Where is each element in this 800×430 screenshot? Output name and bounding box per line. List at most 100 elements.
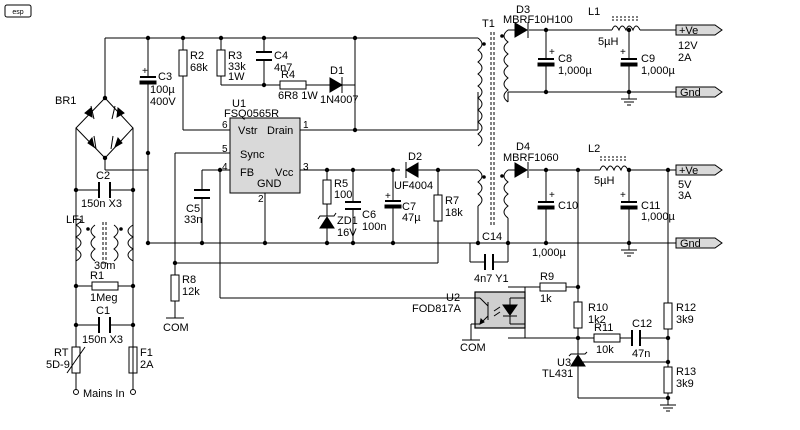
c5-ref: C5	[186, 203, 200, 215]
diode-d4: D4 MBRF1060	[503, 141, 559, 178]
resistor-r3: R3 33k 1W	[216, 38, 246, 85]
capacitor-c7: + C7 47µ	[384, 170, 421, 246]
diode-d1: D1 1N4007	[320, 38, 359, 130]
d2-value: UF4004	[394, 180, 433, 192]
capacitor-c10: + C10 1,000µ	[532, 170, 578, 259]
svg-text:Gnd: Gnd	[680, 238, 701, 250]
l2-ref: L2	[588, 143, 600, 155]
c5-value: 33n	[184, 214, 202, 226]
resistor-r9: R9 1k	[508, 170, 581, 305]
c2-value: 150n X3	[81, 198, 122, 210]
l1-ref: L1	[588, 6, 600, 18]
svg-text:+Ve: +Ve	[679, 25, 698, 37]
d2-ref: D2	[408, 151, 422, 163]
resistor-r8: R8 12k COM	[163, 274, 200, 334]
resistor-r11: R11 10k	[593, 322, 631, 356]
r10-ref: R10	[588, 302, 608, 314]
fb-opto-wire	[219, 170, 475, 299]
u2-part: FOD817A	[412, 303, 462, 315]
svg-text:+: +	[620, 190, 626, 201]
t1-ref: T1	[482, 18, 495, 30]
resistor-r13: R13 3k9	[660, 366, 696, 412]
d4-value: MBRF1060	[503, 152, 559, 164]
r2-ref: R2	[190, 50, 204, 62]
r11-ref: R11	[594, 322, 613, 334]
capacitor-c12: C12 47n	[631, 318, 668, 360]
svg-text:esp: esp	[12, 9, 23, 16]
svg-text:+: +	[549, 190, 555, 201]
lf1-ref: LF1	[66, 214, 85, 226]
u1-pin-fb: FB	[240, 167, 254, 179]
l1-value: 5µH	[598, 36, 618, 48]
capacitor-c6: C6 100n	[345, 170, 386, 246]
svg-text:Gnd: Gnd	[680, 87, 701, 99]
c9-value: 1,000µ	[641, 65, 676, 77]
out1-current: 2A	[678, 52, 692, 64]
thermistor-rt: RT 5D-9	[46, 346, 86, 395]
c9-ref: C9	[641, 53, 655, 65]
d1-value: 1N4007	[320, 94, 359, 106]
svg-text:3: 3	[303, 162, 309, 173]
optocoupler-u2: U2 FOD817A	[412, 291, 526, 329]
c3-ref: C3	[158, 71, 172, 83]
svg-text:+: +	[142, 66, 148, 77]
r1-value: 1Meg	[90, 292, 118, 304]
resistor-r1: R1 1Meg	[73, 270, 136, 304]
r12-value: 3k9	[676, 314, 694, 326]
r2-value: 68k	[190, 62, 208, 74]
regulator-u3: U3 TL431	[542, 338, 668, 399]
c2-ref: C2	[96, 170, 110, 182]
zd1-ref: ZD1	[337, 215, 358, 227]
capacitor-c3: + C3 100µ 400V	[139, 38, 176, 153]
r12-ref: R12	[676, 302, 696, 314]
c12-ref: C12	[632, 318, 652, 330]
r4-ref: R4	[281, 69, 295, 81]
d3-ref: D3	[516, 4, 530, 16]
u1-pin-drain: Drain	[267, 125, 293, 137]
c14-ref: C14	[482, 231, 502, 243]
c4-ref: C4	[274, 50, 288, 62]
out2-current: 3A	[678, 190, 692, 202]
l2-value: 5µH	[594, 175, 614, 187]
esp-logo: esp	[4, 4, 32, 18]
r5-ref: R5	[334, 178, 348, 190]
c11-value: 1,000µ	[641, 211, 676, 223]
r9-ref: R9	[540, 271, 554, 283]
zd1-value: 16V	[337, 227, 357, 239]
opto-com-wire: COM	[460, 323, 486, 354]
r1-ref: R1	[90, 270, 104, 282]
resistor-r5: R5 100	[322, 170, 352, 216]
c11-ref: C11	[641, 200, 660, 212]
r11-value: 10k	[596, 344, 614, 356]
diode-d3: D3 MBRF10H100	[503, 4, 573, 38]
com-label-1: COM	[163, 322, 189, 334]
c10-ref: C10	[558, 200, 578, 212]
c4-value: 4n7	[274, 62, 292, 74]
c10-value: 1,000µ	[532, 247, 567, 259]
capacitor-c14: C14 4n7 Y1	[469, 231, 509, 285]
terminal-12v-ground: Gnd	[675, 86, 723, 99]
svg-text:1: 1	[303, 120, 309, 131]
output-12v-section	[508, 27, 676, 106]
svg-text:2: 2	[258, 194, 264, 205]
capacitor-c4: C4 4n7	[256, 38, 292, 85]
c7-value: 47µ	[402, 212, 421, 224]
svg-text:+Ve: +Ve	[679, 165, 698, 177]
out2-voltage: 5V	[678, 179, 692, 191]
c12-value: 47n	[632, 348, 650, 360]
r8-ref: R8	[182, 274, 196, 286]
svg-text:5: 5	[222, 144, 228, 155]
inductor-l1: L1 5µH	[588, 6, 641, 48]
resistor-r4: R4 6R8 1W	[221, 69, 330, 102]
u1-ref: U1	[232, 98, 246, 110]
resistor-r10: R10 1k2	[508, 301, 608, 341]
capacitor-c1: C1 150n X3	[73, 305, 136, 346]
zener-zd1: ZD1 16V	[317, 212, 358, 246]
out1-voltage: 12V	[678, 40, 698, 52]
capacitor-c5: C5 33n	[184, 167, 230, 246]
c8-ref: C8	[558, 53, 572, 65]
d3-value: MBRF10H100	[503, 14, 573, 26]
terminal-5v-ground: Gnd	[675, 237, 723, 250]
